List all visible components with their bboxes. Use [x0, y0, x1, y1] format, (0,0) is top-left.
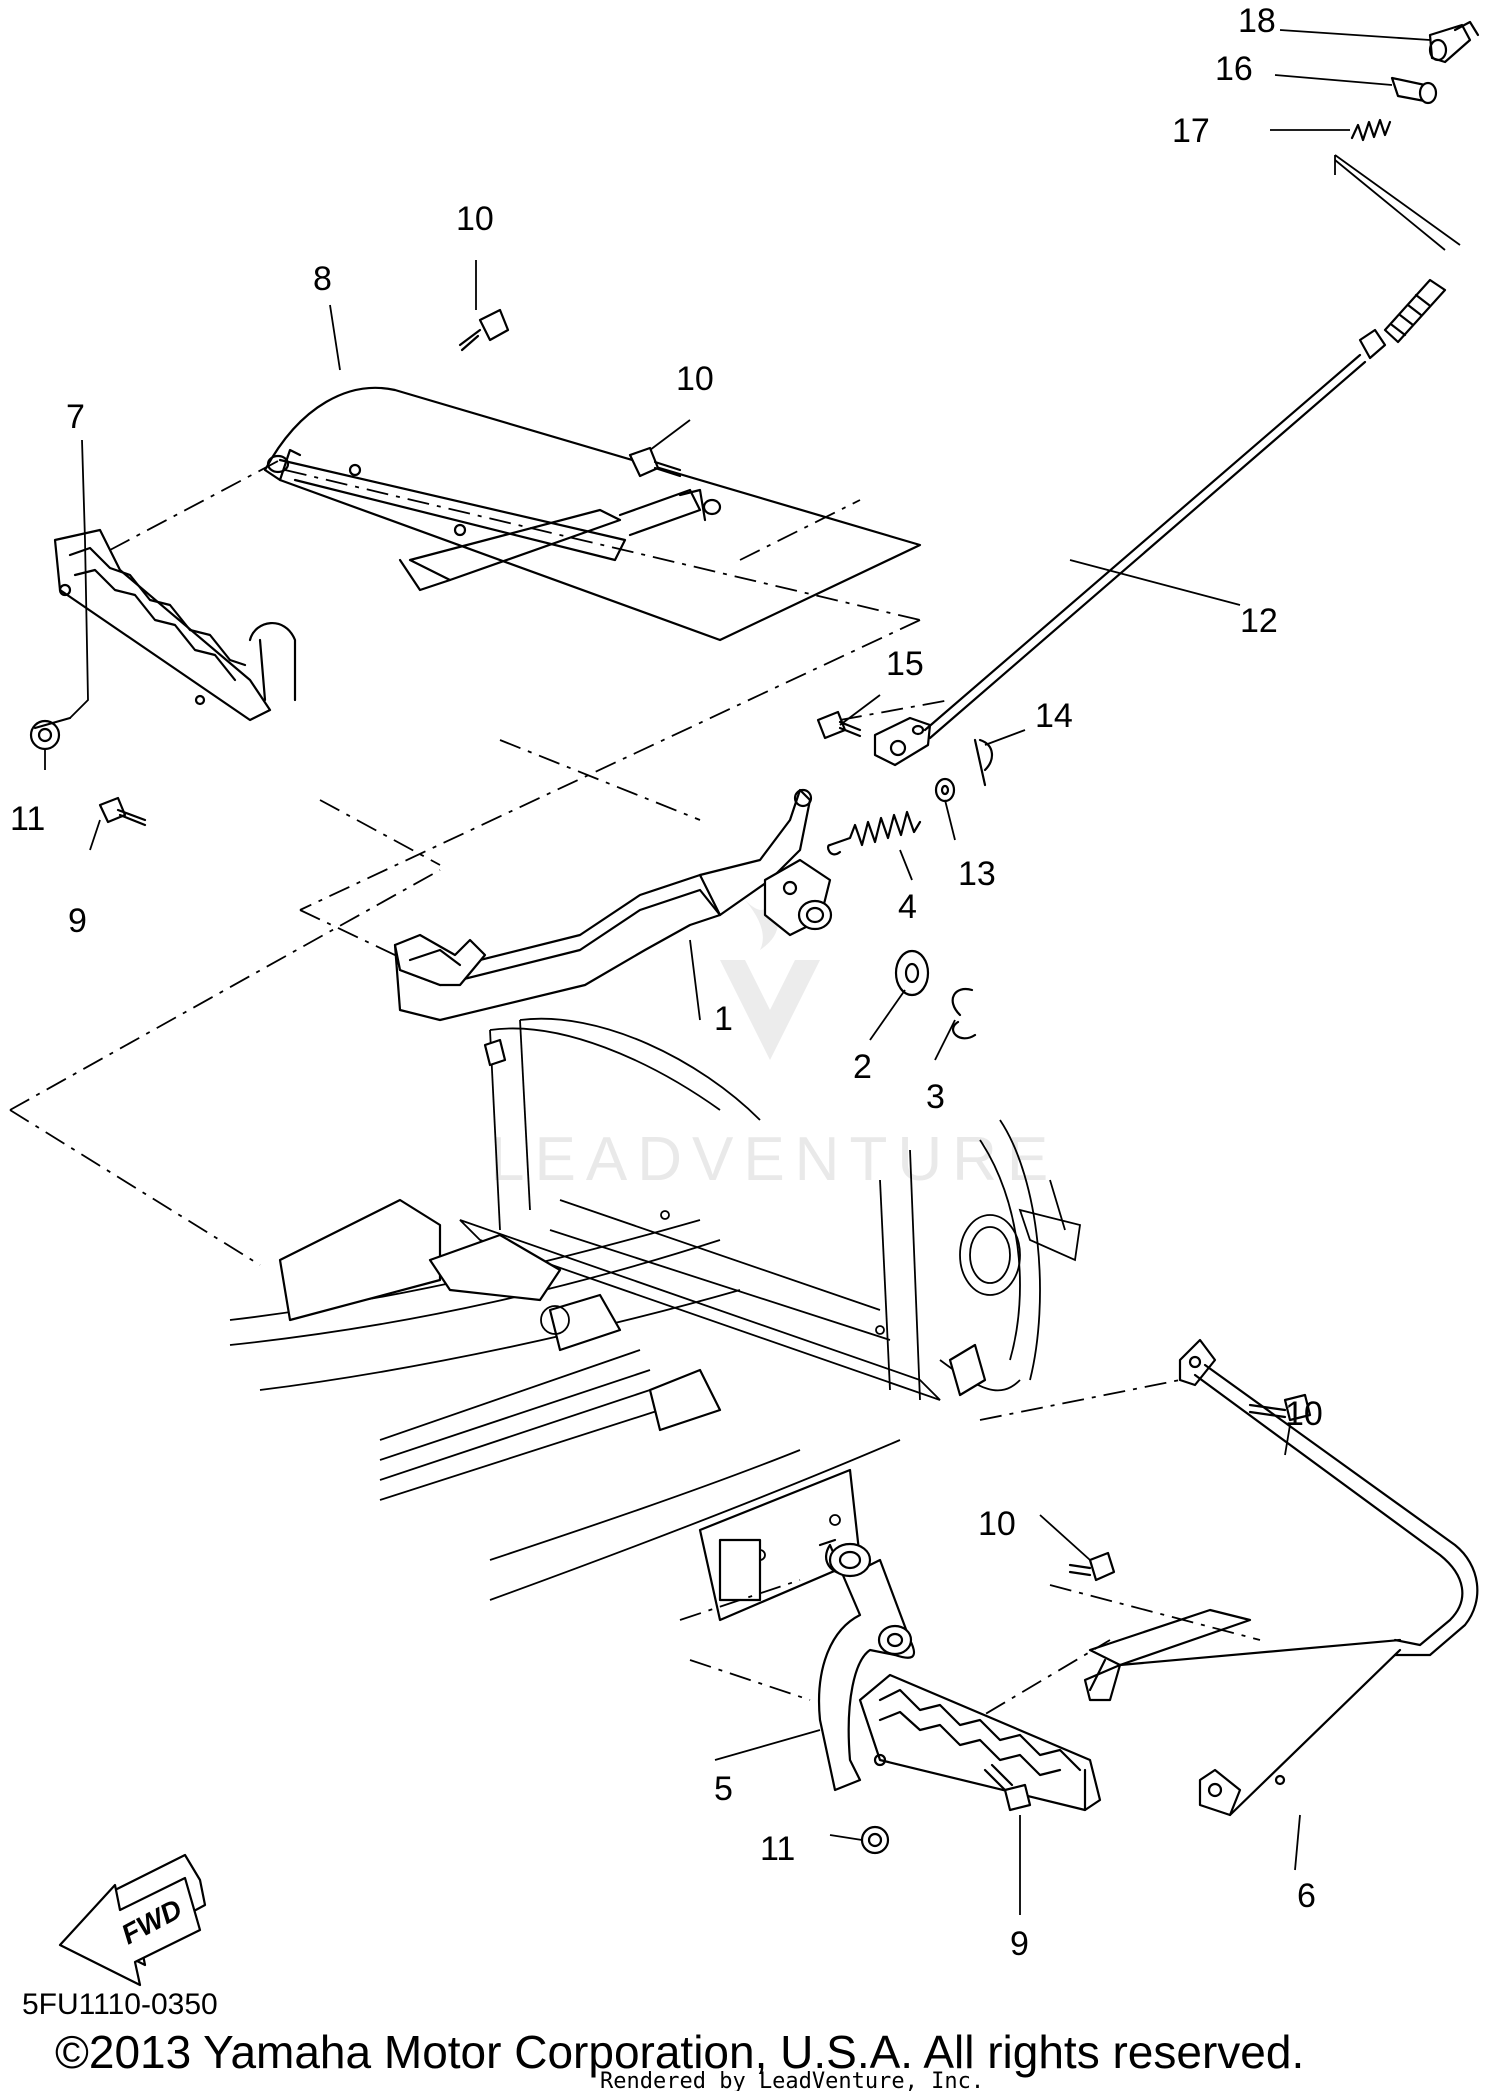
return-spring[interactable] [826, 810, 922, 856]
adjuster-nut[interactable] [1428, 20, 1480, 64]
callout-3: 3 [926, 1078, 945, 1116]
cable-washer[interactable] [934, 777, 956, 803]
callout-10-lower: 10 [978, 1505, 1016, 1543]
rendered-by-note: Rendered by LeadVenture, Inc. [600, 2069, 984, 2091]
adjuster-joint[interactable] [1390, 76, 1438, 105]
callouts: 18 16 17 10 8 10 7 12 15 14 11 13 4 9 1 … [10, 2, 1323, 1963]
callout-9-right: 9 [1010, 1925, 1029, 1963]
diagram-code: 5FU1110-0350 [22, 1988, 218, 2021]
right-footpeg[interactable] [858, 1673, 1102, 1812]
hardware-left[interactable] [29, 308, 682, 827]
right-footrest-bracket[interactable] [1083, 1338, 1479, 1817]
brake-rod[interactable] [923, 278, 1447, 740]
callout-18: 18 [1238, 2, 1276, 40]
copyright-notice: ©2013 Yamaha Motor Corporation, U.S.A. A… [55, 2026, 1304, 2078]
frame-body [229, 1017, 1082, 1622]
left-footrest-bracket[interactable] [263, 386, 922, 642]
callout-12: 12 [1240, 602, 1278, 640]
left-footpeg[interactable] [53, 528, 297, 722]
watermark-text: LEADVENTURE [490, 1125, 1058, 1194]
callout-11-left: 11 [10, 800, 45, 838]
callout-7: 7 [66, 398, 85, 436]
hardware-right[interactable] [860, 1393, 1312, 1855]
clevis[interactable] [873, 716, 932, 767]
callout-10-top: 10 [456, 200, 494, 238]
circlip[interactable] [951, 987, 977, 1040]
clevis-pin[interactable] [816, 710, 862, 740]
adjuster-spring[interactable] [1350, 118, 1392, 142]
callout-16: 16 [1215, 50, 1253, 88]
callout-9-left: 9 [68, 902, 87, 940]
callout-13: 13 [958, 855, 996, 893]
nut-11-right [860, 1825, 890, 1855]
washer[interactable] [894, 949, 930, 997]
callout-5: 5 [714, 1770, 733, 1808]
cotter-pin[interactable] [973, 738, 993, 787]
brake-pedal[interactable] [393, 788, 833, 1022]
leader-adjuster-group [1334, 159, 1446, 251]
fwd-arrow-icon: FWD [58, 1853, 207, 1987]
callout-8: 8 [313, 260, 332, 298]
callout-2: 2 [853, 1048, 872, 1086]
watermark: LEADVENTURE [490, 900, 1058, 1194]
callout-6: 6 [1297, 1877, 1316, 1915]
right-footpeg-arm[interactable] [818, 1538, 916, 1792]
callout-10-right: 10 [1285, 1395, 1323, 1433]
callout-11-right: 11 [760, 1830, 795, 1868]
leader-bracket [1334, 154, 1461, 246]
leader-lines [44, 29, 1431, 1915]
callout-15: 15 [886, 645, 924, 683]
callout-10-mid: 10 [676, 360, 714, 398]
callout-1: 1 [714, 1000, 733, 1038]
callout-4: 4 [898, 888, 917, 926]
callout-17: 17 [1172, 112, 1210, 150]
callout-14: 14 [1035, 697, 1073, 735]
